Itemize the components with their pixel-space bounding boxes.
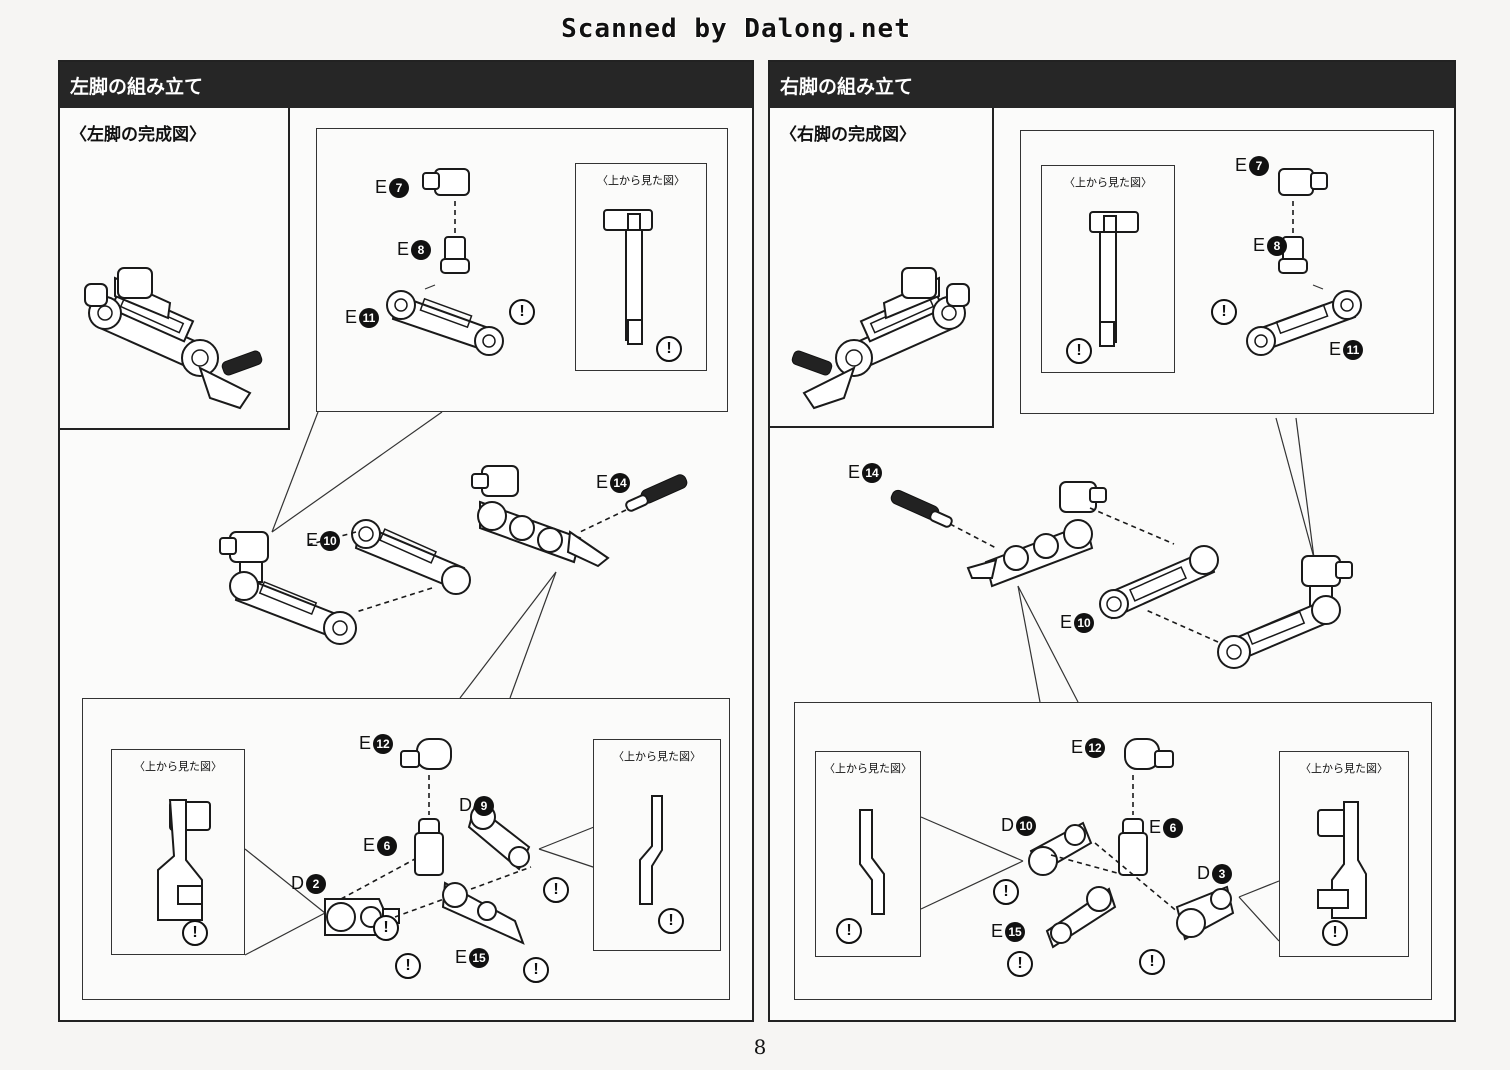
top-view-box: 〈上から見た図〉 ! <box>593 739 721 951</box>
section-title: 右脚の組み立て <box>780 76 914 98</box>
caution-icon: ! <box>373 915 399 941</box>
top-view-label: 〈上から見た図〉 <box>134 760 222 773</box>
caution-icon: ! <box>656 336 682 362</box>
caution-icon: ! <box>1211 299 1237 325</box>
scan-credit: Scanned by Dalong.net <box>561 14 911 44</box>
section-title: 左脚の組み立て <box>70 76 204 98</box>
completed-view-title: 〈左脚の完成図〉 <box>70 125 206 145</box>
caution-icon: ! <box>658 908 684 934</box>
top-view-label: 〈上から見た図〉 <box>1064 176 1152 189</box>
upper-assembly-illustration <box>386 168 504 356</box>
page-number: 8 <box>753 1035 767 1059</box>
top-view-box: 〈上から見た図〉 ! <box>111 749 245 955</box>
caution-icon: ! <box>1139 949 1165 975</box>
caution-icon: ! <box>1007 951 1033 977</box>
caution-icon: ! <box>836 918 862 944</box>
completed-view-box: 〈左脚の完成図〉 <box>60 108 290 430</box>
caution-icon: ! <box>1066 338 1092 364</box>
top-view-illustration <box>157 799 211 921</box>
completed-leg-illustration <box>84 267 263 410</box>
middle-assembly-illustration <box>219 411 688 699</box>
middle-assembly-illustration <box>890 417 1353 703</box>
upper-assembly-illustration <box>1246 168 1362 356</box>
top-view-label: 〈上から見た図〉 <box>1300 762 1388 775</box>
top-view-label: 〈上から見た図〉 <box>613 750 701 763</box>
section-header: 右脚の組み立て <box>770 62 1454 108</box>
left-leg-section: 左脚の組み立て 〈左脚の完成図〉 <box>58 60 754 1022</box>
caution-icon: ! <box>523 957 549 983</box>
top-view-illustration <box>859 809 885 915</box>
caution-icon: ! <box>509 299 535 325</box>
caution-icon: ! <box>543 877 569 903</box>
caution-icon: ! <box>1322 920 1348 946</box>
lower-assembly-illustration <box>920 738 1280 949</box>
top-view-illustration <box>639 795 663 905</box>
top-view-box: 〈上から見た図〉 ! <box>1041 165 1175 373</box>
caution-icon: ! <box>993 879 1019 905</box>
top-view-box: 〈上から見た図〉 ! <box>1279 751 1409 957</box>
right-leg-section: 右脚の組み立て 〈右脚の完成図〉 〈上から見た図〉 <box>768 60 1456 1022</box>
completed-view-box: 〈右脚の完成図〉 <box>770 108 994 428</box>
top-view-label: 〈上から見た図〉 <box>597 174 685 187</box>
top-view-illustration <box>603 209 653 345</box>
lower-detail-panel: 〈上から見た図〉 ! <box>82 698 730 1000</box>
top-view-box: 〈上から見た図〉 ! <box>815 751 921 957</box>
completed-leg-illustration <box>791 267 970 410</box>
top-view-label: 〈上から見た図〉 <box>824 762 912 775</box>
top-view-illustration <box>1089 211 1139 347</box>
section-header: 左脚の組み立て <box>60 62 752 108</box>
caution-icon: ! <box>182 920 208 946</box>
completed-view-title: 〈右脚の完成図〉 <box>780 125 916 145</box>
caution-icon: ! <box>395 953 421 979</box>
top-view-box: 〈上から見た図〉 ! <box>575 163 707 371</box>
top-view-illustration <box>1317 801 1367 919</box>
